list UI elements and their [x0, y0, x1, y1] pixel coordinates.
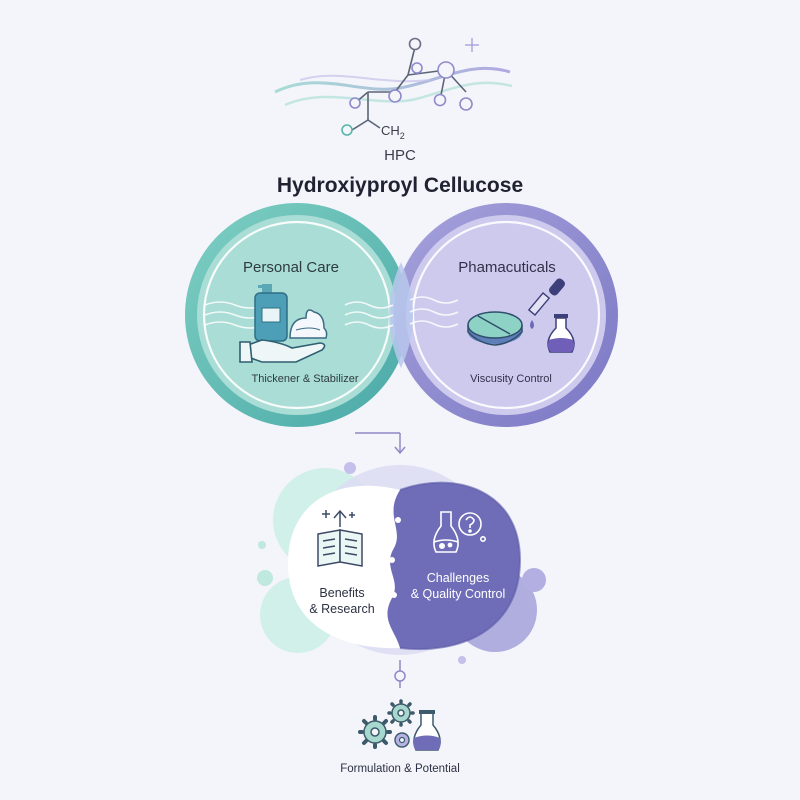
- sparkle-icon: [465, 38, 479, 52]
- benefits-line-1: Benefits: [319, 586, 365, 600]
- footer-flask-icon: [413, 710, 441, 751]
- gears-icon: [358, 699, 415, 749]
- page-title: Hydroxiyproyl Cellucose: [276, 174, 524, 197]
- pill-icon: [467, 311, 523, 346]
- challenges-line-1: Challenges: [426, 571, 490, 585]
- flask-icon: [547, 314, 575, 353]
- challenges-line-2: & Quality Control: [410, 587, 506, 601]
- cream-icon: [289, 309, 328, 339]
- pharmaceuticals-subtitle: Viscusity Control: [470, 373, 552, 385]
- molecule-icon: CH2: [274, 37, 513, 141]
- question-flask-icon: [433, 511, 486, 553]
- applications-venn: [185, 203, 618, 427]
- dropper-icon: [527, 278, 565, 329]
- personal-care-subtitle: Thickener & Stabilizer: [251, 373, 359, 385]
- benefits-research-label: Benefits & Research: [282, 585, 402, 617]
- challenges-quality-label: Challenges & Quality Control: [383, 570, 533, 602]
- book-icon: [317, 509, 363, 567]
- molecule-label: CH2: [381, 123, 405, 141]
- lotion-bottle-icon: [254, 284, 288, 342]
- benefits-line-2: & Research: [309, 602, 375, 616]
- footer-label: Formulation & Potential: [340, 763, 460, 775]
- connector-line: [394, 660, 406, 688]
- personal-care-circle: [185, 203, 409, 427]
- hpc-abbreviation: HPC: [384, 147, 416, 164]
- pharmaceuticals-title: Phamacuticals: [458, 259, 556, 276]
- hand-icon: [239, 339, 326, 363]
- down-arrow-icon: [355, 432, 406, 455]
- research-section: [257, 462, 546, 664]
- personal-care-title: Personal Care: [243, 259, 339, 276]
